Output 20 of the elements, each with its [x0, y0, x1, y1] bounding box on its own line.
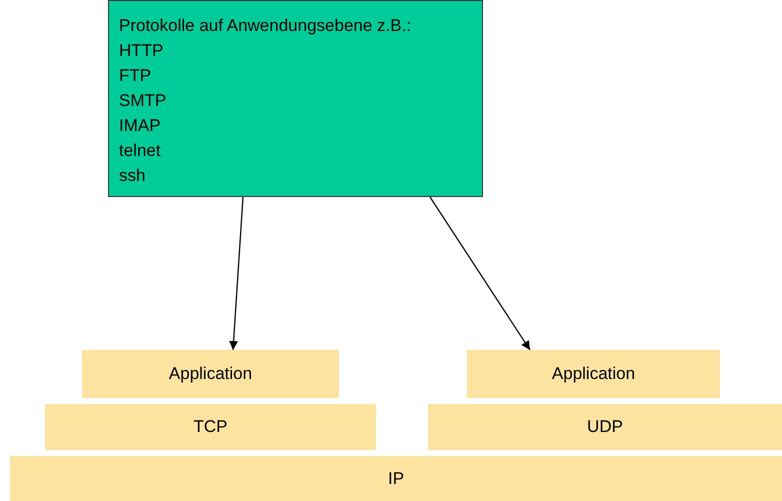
layer-label: Application: [552, 364, 636, 384]
layer-label: Application: [168, 364, 252, 384]
layer-bar: [45, 404, 376, 450]
protocol-name: IMAP: [119, 115, 161, 137]
protocol-name: FTP: [119, 65, 152, 87]
layer-bar: [82, 350, 339, 398]
layer-label: UDP: [587, 417, 623, 437]
layer-label: IP: [388, 468, 404, 488]
protocol-name: telnet: [119, 140, 161, 162]
arrow: [229, 196, 244, 350]
protocol-name: SMTP: [119, 90, 166, 112]
layer-bar: [428, 404, 782, 450]
protocol-name: HTTP: [119, 40, 164, 62]
layer-label: TCP: [194, 417, 228, 437]
protocol-box: [108, 0, 483, 197]
layer-bar: [10, 456, 782, 501]
heading-text: Protokolle auf Anwendungsebene z.B.:: [119, 15, 412, 37]
arrow: [430, 196, 530, 350]
protocol-name: ssh: [119, 165, 146, 187]
layer-bar: [467, 350, 720, 398]
